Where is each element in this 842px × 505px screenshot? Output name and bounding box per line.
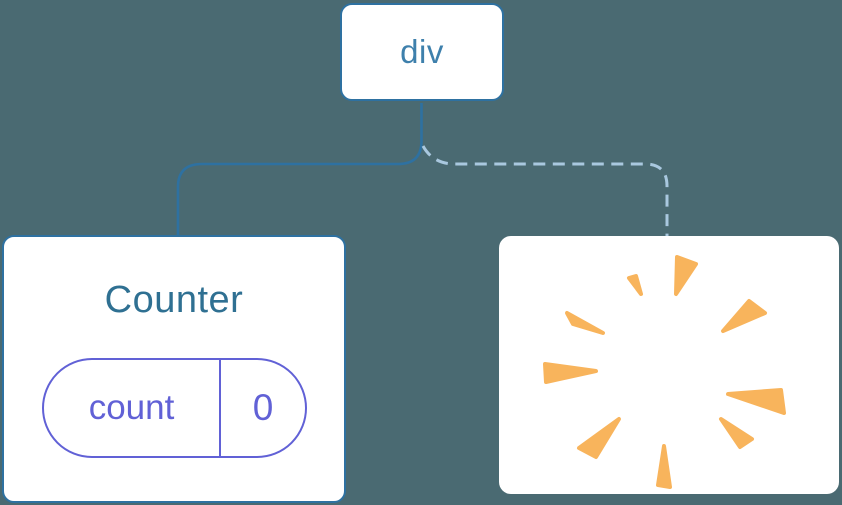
tree-node-div: div (340, 3, 504, 101)
tree-node-counter: Counter count 0 (2, 235, 346, 503)
counter-title: Counter (104, 279, 244, 321)
state-key-label: count (88, 388, 175, 427)
tree-node-removed (499, 236, 839, 494)
poof-ray (721, 299, 767, 333)
connector-solid-edge (176, 103, 423, 236)
state-pill: count 0 (42, 358, 307, 458)
state-value: 0 (219, 360, 305, 456)
poof-ray (719, 417, 754, 449)
poof-ray (627, 274, 643, 296)
poof-ray (674, 255, 698, 296)
connector-dashed-edge (421, 145, 669, 237)
poof-ray (656, 444, 672, 489)
div-node-label: div (400, 33, 444, 70)
poof-ray (543, 362, 598, 384)
poof-ray (565, 311, 605, 335)
poof-starburst-icon (543, 255, 786, 489)
poof-ray (726, 388, 786, 415)
poof-ray (577, 417, 621, 459)
